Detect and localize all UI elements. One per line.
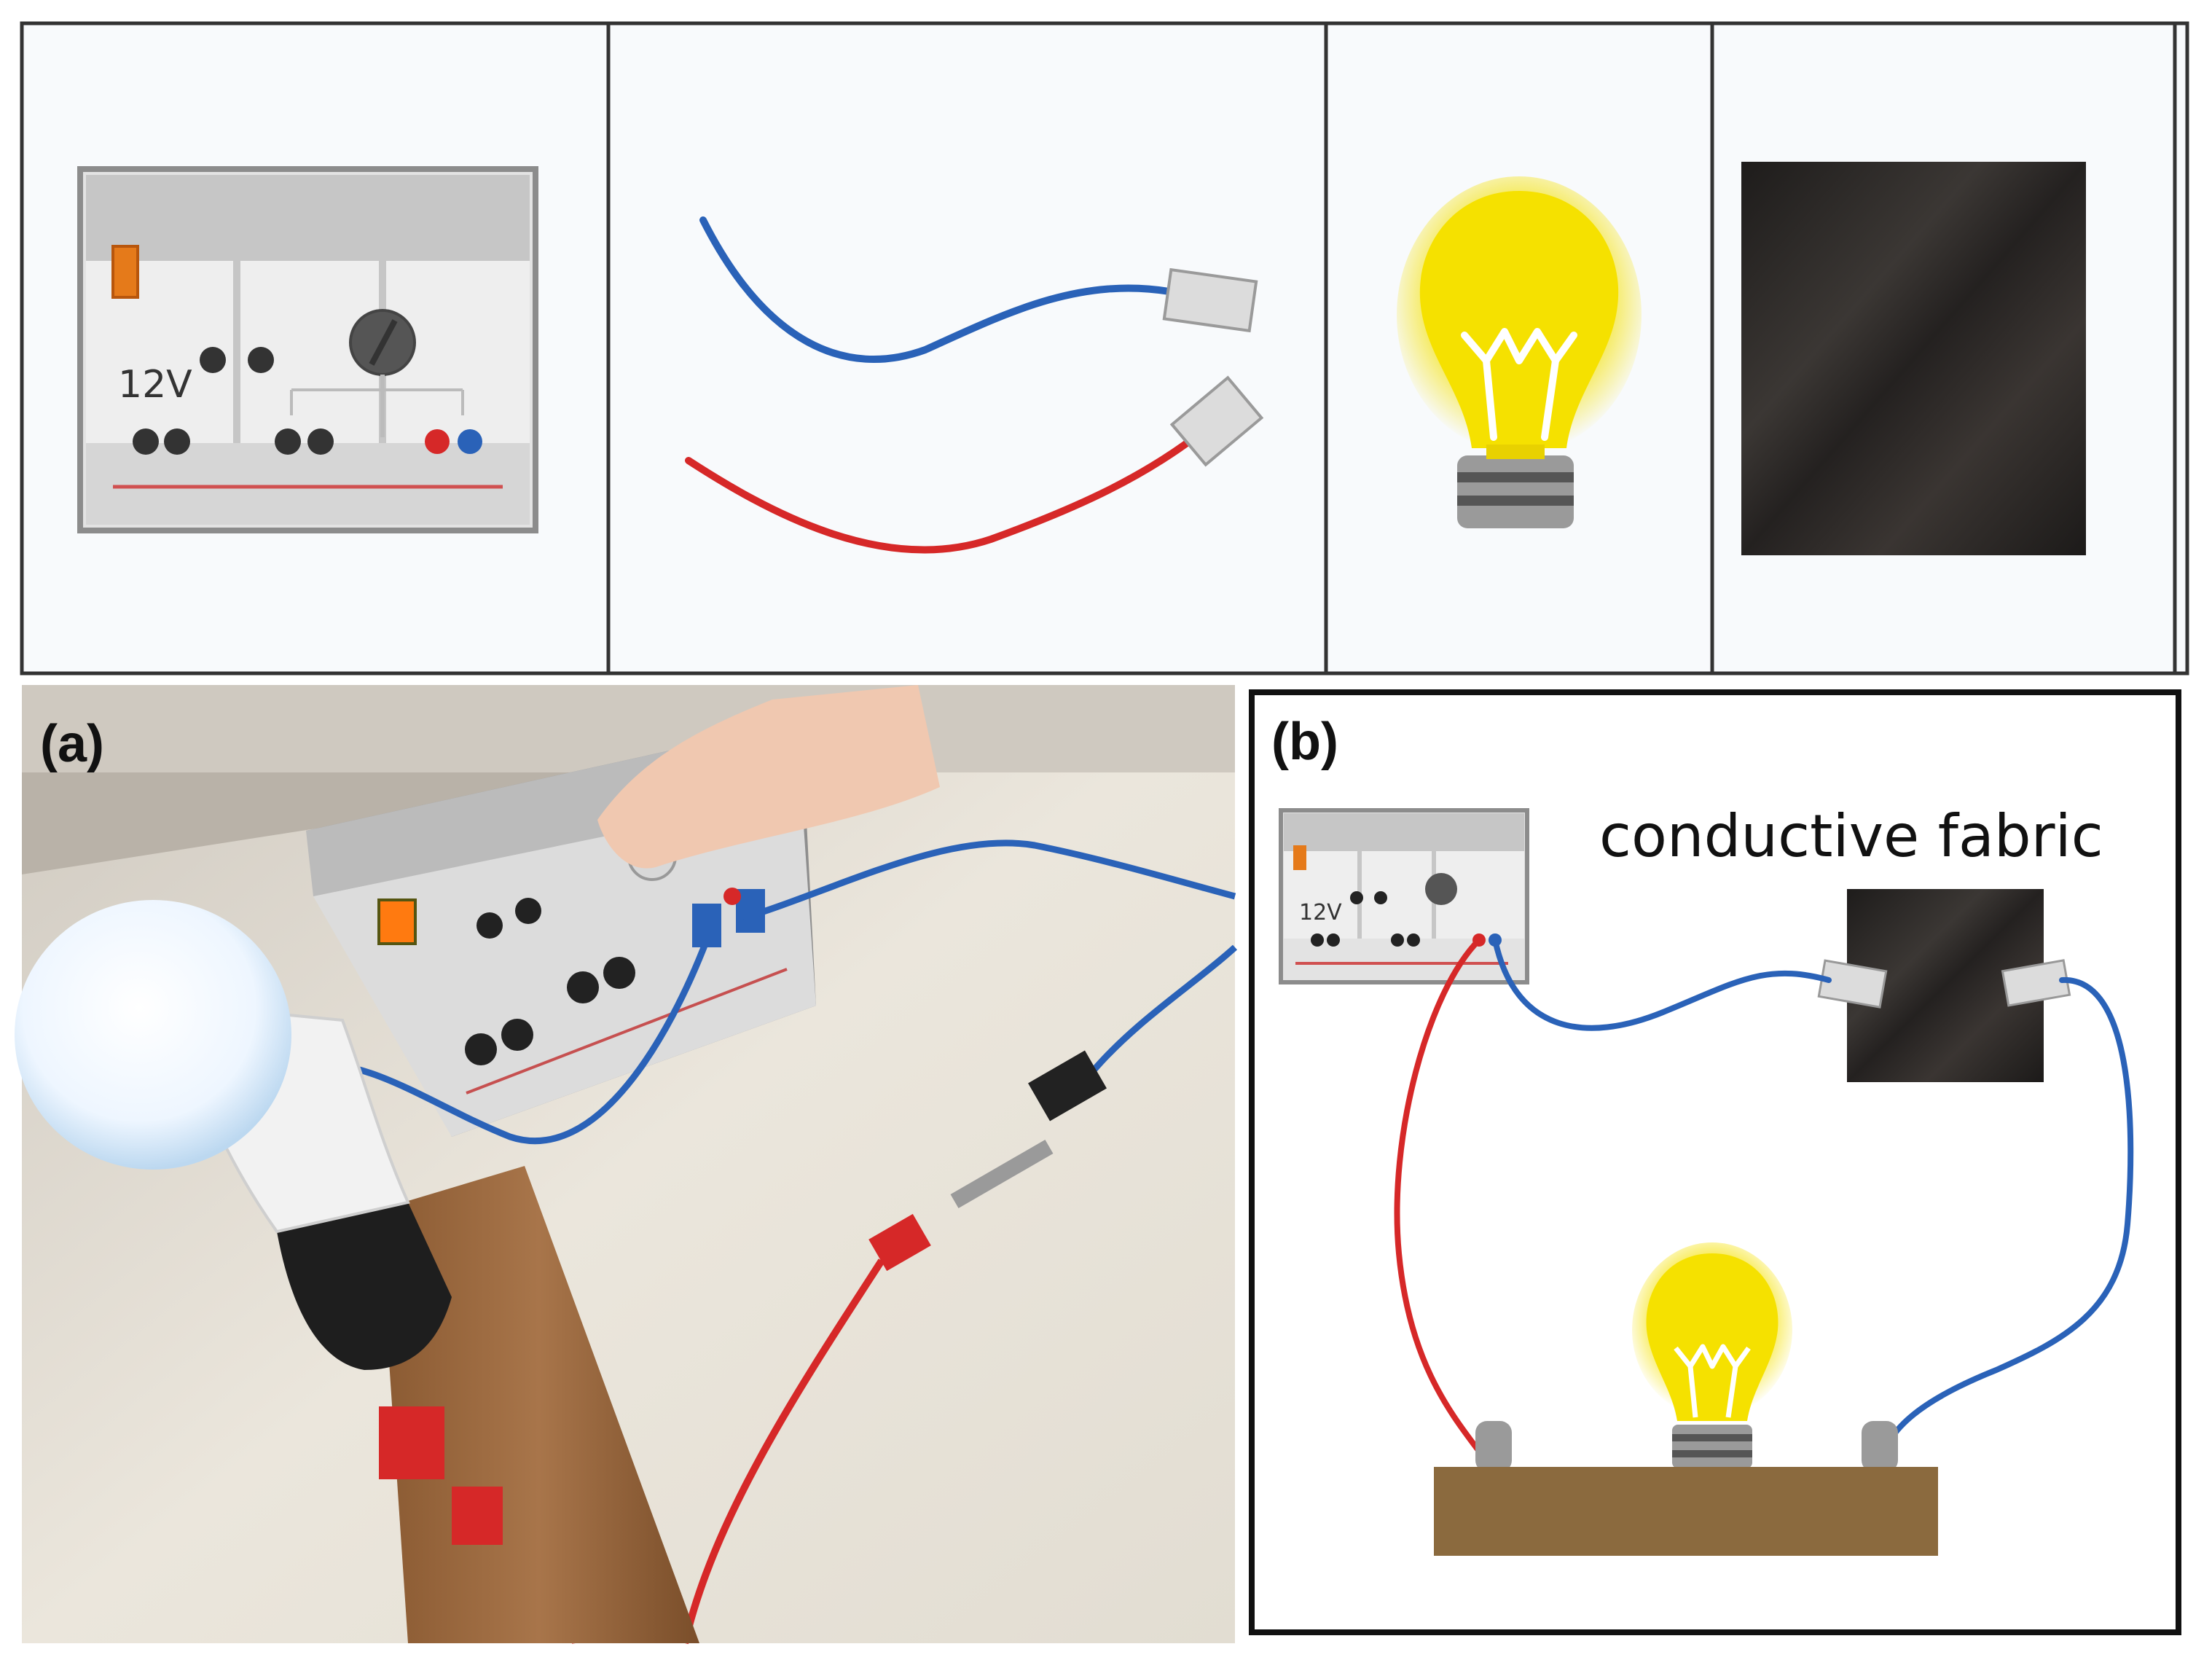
blue-wire-icon [699, 216, 1173, 363]
wire-connector-icon [1162, 267, 1258, 333]
component-strip: 12V [20, 21, 2189, 676]
hand [597, 685, 940, 869]
terminal-red-icon [425, 429, 450, 454]
light-bulb-component [1397, 176, 1642, 528]
terminal-icon [133, 428, 159, 455]
power-supply-component: 12V [77, 166, 538, 533]
right-terminal-post [1862, 1421, 1898, 1472]
panel-a-photo: (a) [15, 685, 1238, 1645]
terminal-icon [164, 428, 190, 455]
terminal-icon [200, 347, 226, 373]
schematic-blue-wire [1492, 937, 1832, 1031]
schematic-red-wire [1394, 937, 1489, 1464]
schematic-voltage-label: 12V [1299, 900, 1342, 925]
led-bulb [15, 900, 291, 1170]
terminal-icon [275, 428, 301, 455]
conductive-fabric-swatch [1741, 162, 2086, 555]
terminal-blue-icon [458, 429, 482, 454]
terminal-icon [248, 347, 274, 373]
schematic-power-supply: 12V [1279, 808, 1529, 984]
power-switch-icon [111, 245, 139, 299]
wire-connector-icon [1169, 375, 1264, 467]
photo-power-switch-icon [377, 898, 417, 945]
panel-b-label: (b) [1271, 713, 1338, 771]
schematic-blue-wire-return [1877, 976, 2134, 1468]
conductive-fabric-label: conductive fabric [1599, 802, 2103, 870]
voltage-label: 12V [118, 363, 192, 407]
panel-b-schematic: (b) conductive fabric 12V [1249, 689, 2181, 1635]
red-wire-icon [685, 434, 1199, 554]
schematic-switch-icon [1293, 845, 1306, 870]
left-terminal-post [1475, 1421, 1512, 1472]
schematic-light-bulb [1632, 1242, 1792, 1468]
wires-component [685, 216, 1264, 554]
schematic-wooden-base [1434, 1467, 1938, 1556]
panel-a-label: (a) [40, 715, 104, 773]
terminal-icon [307, 428, 334, 455]
